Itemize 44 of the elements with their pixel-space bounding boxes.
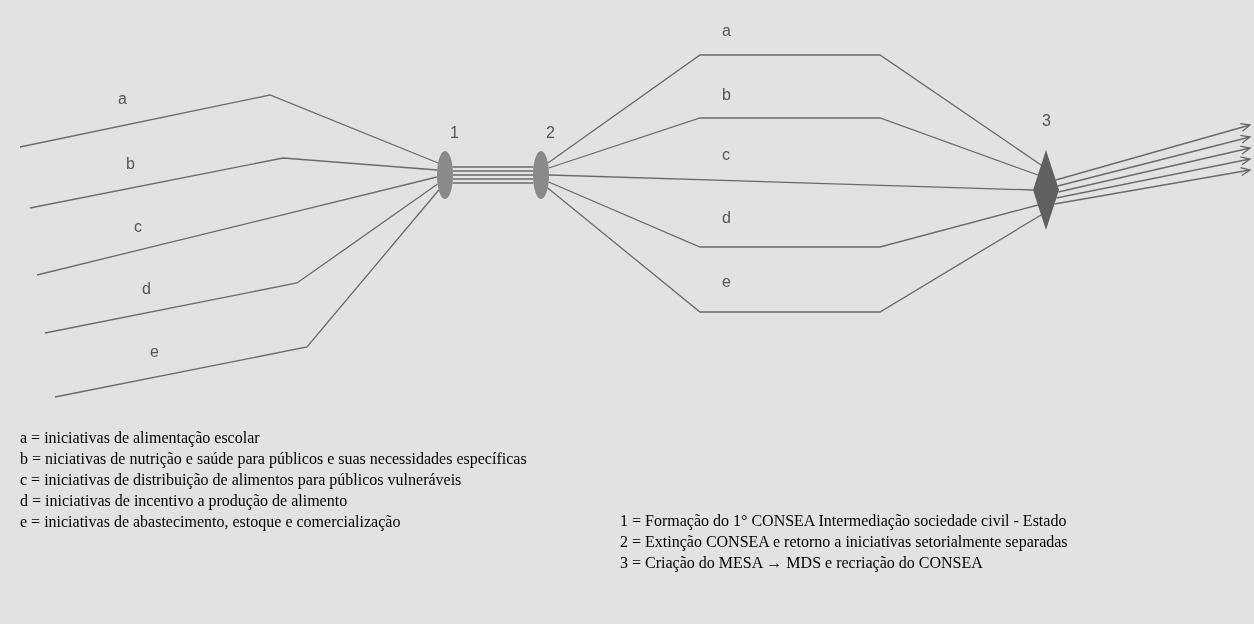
connector-line [548,181,1039,248]
connector-line [29,157,438,209]
edge-label: b [722,86,731,104]
edge-label: d [142,280,151,298]
ellipse-shape [437,151,453,199]
node-number: 3 [1042,112,1051,130]
connector-line [548,174,1034,191]
connector-line [452,174,534,176]
connector-line [547,187,1042,313]
edge-label: e [150,343,159,361]
edge-label: a [118,90,127,108]
ellipse-shape [533,151,549,199]
edge-label: b [126,155,135,173]
legend-note: 2 = Extinção CONSEA e retorno a iniciativas setorialmente separadas [620,532,1069,552]
edge-label: d [722,209,731,227]
node-number: 1 [450,124,459,142]
edge-label: e [722,273,731,291]
legend-note: 1 = Formação do 1° CONSEA Intermediação sociedade civil - Estado [620,511,1068,531]
connector-line [452,170,534,172]
arrow [1057,134,1251,187]
legend-note: d = iniciativas de incentivo a produção de alimento [20,491,349,511]
legend-note: c = iniciativas de distribuição de alimentos para públicos vulneráveis [20,470,463,490]
legend-note: a = iniciativas de alimentação escolar [20,428,261,448]
connector-line [452,178,534,180]
arrow [1055,156,1251,199]
arrow [1053,166,1251,205]
connector-line [44,183,439,334]
legend-note: e = iniciativas de abastecimento, estoque e comercialização [20,512,402,532]
connector-line [54,189,440,398]
connector-line [451,166,535,168]
legend-note: b = niciativas de nutrição e saúde para públicos e suas necessidades específicas [20,449,528,469]
connector-line [19,94,439,164]
edge-label: c [134,218,142,236]
edge-label: a [722,22,731,40]
diamond-shape [1033,150,1059,230]
legend-note: 3 = Criação do MESA → MDS e recriação do CONSEA [620,553,984,573]
arrow [1057,145,1251,193]
connector-line [548,117,1039,176]
arrow [1055,122,1251,181]
connector-line [547,54,1042,166]
edge-label: c [722,146,730,164]
connector-line [36,176,438,276]
node-number: 2 [546,124,555,142]
connector-line [451,182,535,184]
